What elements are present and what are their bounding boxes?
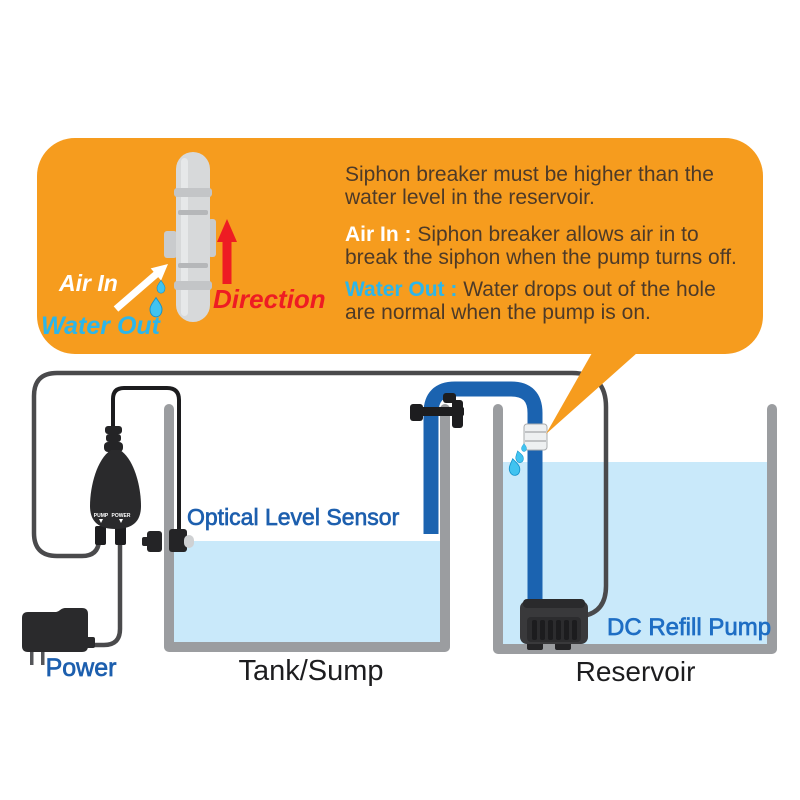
refill-tube xyxy=(423,381,543,604)
sensor-outer-jaw xyxy=(147,531,162,552)
grille-slat xyxy=(556,620,561,640)
adapter-body xyxy=(22,608,88,652)
sensor-screw xyxy=(142,537,149,546)
reservoir-label: Reservoir xyxy=(575,656,696,687)
air-in-line-1: Air In : Siphon breaker allows air in to xyxy=(345,223,737,247)
dc-refill-pump-label: DC Refill Pump xyxy=(607,614,772,642)
grille-slat xyxy=(548,620,553,640)
grille-slat xyxy=(532,620,537,640)
adapter-prong xyxy=(30,652,34,665)
power-label: Power xyxy=(45,654,117,683)
strain-relief xyxy=(106,434,121,442)
water-drop-icon xyxy=(508,457,521,476)
dc-refill-pump xyxy=(520,599,588,650)
breaker-body xyxy=(523,423,548,451)
air-in-rest: Siphon breaker allows air in to xyxy=(411,223,699,246)
optical-level-sensor xyxy=(142,529,194,552)
power-cable xyxy=(90,541,123,648)
inline-siphon-breaker xyxy=(523,423,548,451)
adapter-socket xyxy=(86,637,95,648)
breaker-water-drops xyxy=(508,443,527,476)
clamp-bar xyxy=(420,407,464,416)
pump-foot xyxy=(555,641,571,650)
tube-clamp xyxy=(410,393,464,428)
controller-body xyxy=(90,450,141,529)
pump-cable xyxy=(31,370,609,620)
tank-left-wall xyxy=(164,404,174,651)
power-port-label: POWER xyxy=(112,513,131,519)
strain-relief xyxy=(105,426,122,434)
water-out-heading: Water Out : xyxy=(345,278,458,301)
air-in-heading: Air In : xyxy=(345,223,412,246)
air-in-label: Air In xyxy=(59,270,118,296)
water-drop-icon xyxy=(521,443,527,452)
callout-water-out-text: Water Out : Water drops out of the hole … xyxy=(345,278,716,324)
pump-body xyxy=(520,601,588,644)
strain-relief xyxy=(104,442,123,452)
callout-air-in-text: Air In : Siphon breaker allows air in to… xyxy=(345,223,737,269)
water-out-line-1: Water Out : Water drops out of the hole xyxy=(345,278,716,302)
port-arrow-icon xyxy=(99,519,103,523)
clamp-arm xyxy=(452,400,463,428)
pump-port-plug xyxy=(95,526,106,545)
callout-pointer xyxy=(546,353,637,434)
sensor-cable xyxy=(111,386,181,537)
grille-slat xyxy=(572,620,577,640)
callout-intro-text: Siphon breaker must be higher than the w… xyxy=(345,163,714,209)
direction-label: Direction xyxy=(213,284,326,314)
siphon-breaker-callout: Siphon breaker must be higher than the w… xyxy=(37,138,763,354)
reservoir-left-wall xyxy=(493,404,503,653)
ato-controller: PUMP POWER xyxy=(90,426,141,545)
water-out-line-2: are normal when the pump is on. xyxy=(345,300,651,324)
tank-sump-label: Tank/Sump xyxy=(238,655,384,687)
pump-grille xyxy=(527,617,581,642)
water-drop-icon xyxy=(515,450,524,463)
tank-water xyxy=(172,541,441,646)
grille-slat xyxy=(564,620,569,640)
water-out-rest: Water drops out of the hole xyxy=(457,278,716,301)
grille-slat xyxy=(540,620,545,640)
port-arrow-icon xyxy=(119,519,123,523)
tank-right-wall xyxy=(440,404,450,651)
air-in-line-2: break the siphon when the pump turns off… xyxy=(345,245,737,269)
pump-port-label: PUMP xyxy=(94,513,109,519)
sensor-lens xyxy=(184,535,194,548)
clamp-thumbscrew xyxy=(410,404,423,421)
optical-level-sensor-label: Optical Level Sensor xyxy=(187,504,400,531)
intro-line-1: Siphon breaker must be higher than the xyxy=(345,163,714,186)
clamp-knob xyxy=(443,393,456,403)
power-port-plug xyxy=(115,526,126,545)
intro-line-2: water level in the reservoir. xyxy=(345,185,595,209)
water-out-label: Water Out xyxy=(41,312,160,340)
reservoir-bottom xyxy=(493,644,777,654)
sensor-head xyxy=(169,529,187,552)
tank-bottom xyxy=(164,642,450,652)
pump-lid xyxy=(523,599,585,608)
pump-foot xyxy=(527,641,543,650)
